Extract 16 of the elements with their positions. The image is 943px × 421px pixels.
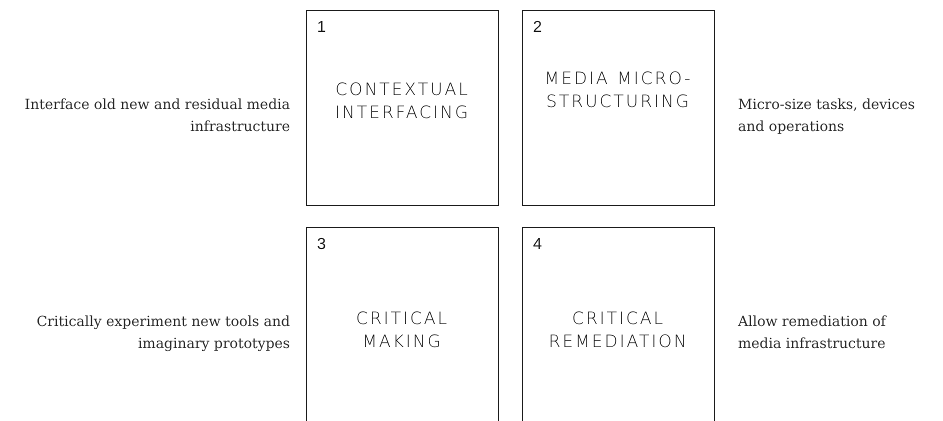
description-text: Micro-size tasks, devices and operations <box>738 96 916 137</box>
box-number: 1 <box>317 19 326 37</box>
description-text: Interface old new and residual media infrastructure <box>24 96 290 137</box>
box-title: MEDIA MICRO-STRUCTURING <box>544 68 694 114</box>
box-title: CRITICAL REMEDIATION <box>548 308 690 354</box>
box-number: 3 <box>317 236 326 254</box>
description-text: Allow remediation of media infrastructure <box>738 313 888 354</box>
description-text: Critically experiment new tools and imaginary prototypes <box>36 313 290 354</box>
box-number: 4 <box>533 236 542 254</box>
box-title: CONTEXTUAL INTERFACING <box>334 79 471 125</box>
numbered-box <box>306 227 499 421</box>
box-title: CRITICAL MAKING <box>354 308 450 354</box>
numbered-box <box>522 10 715 206</box>
box-number: 2 <box>533 19 542 37</box>
numbered-box <box>306 10 499 206</box>
numbered-box <box>522 227 715 421</box>
